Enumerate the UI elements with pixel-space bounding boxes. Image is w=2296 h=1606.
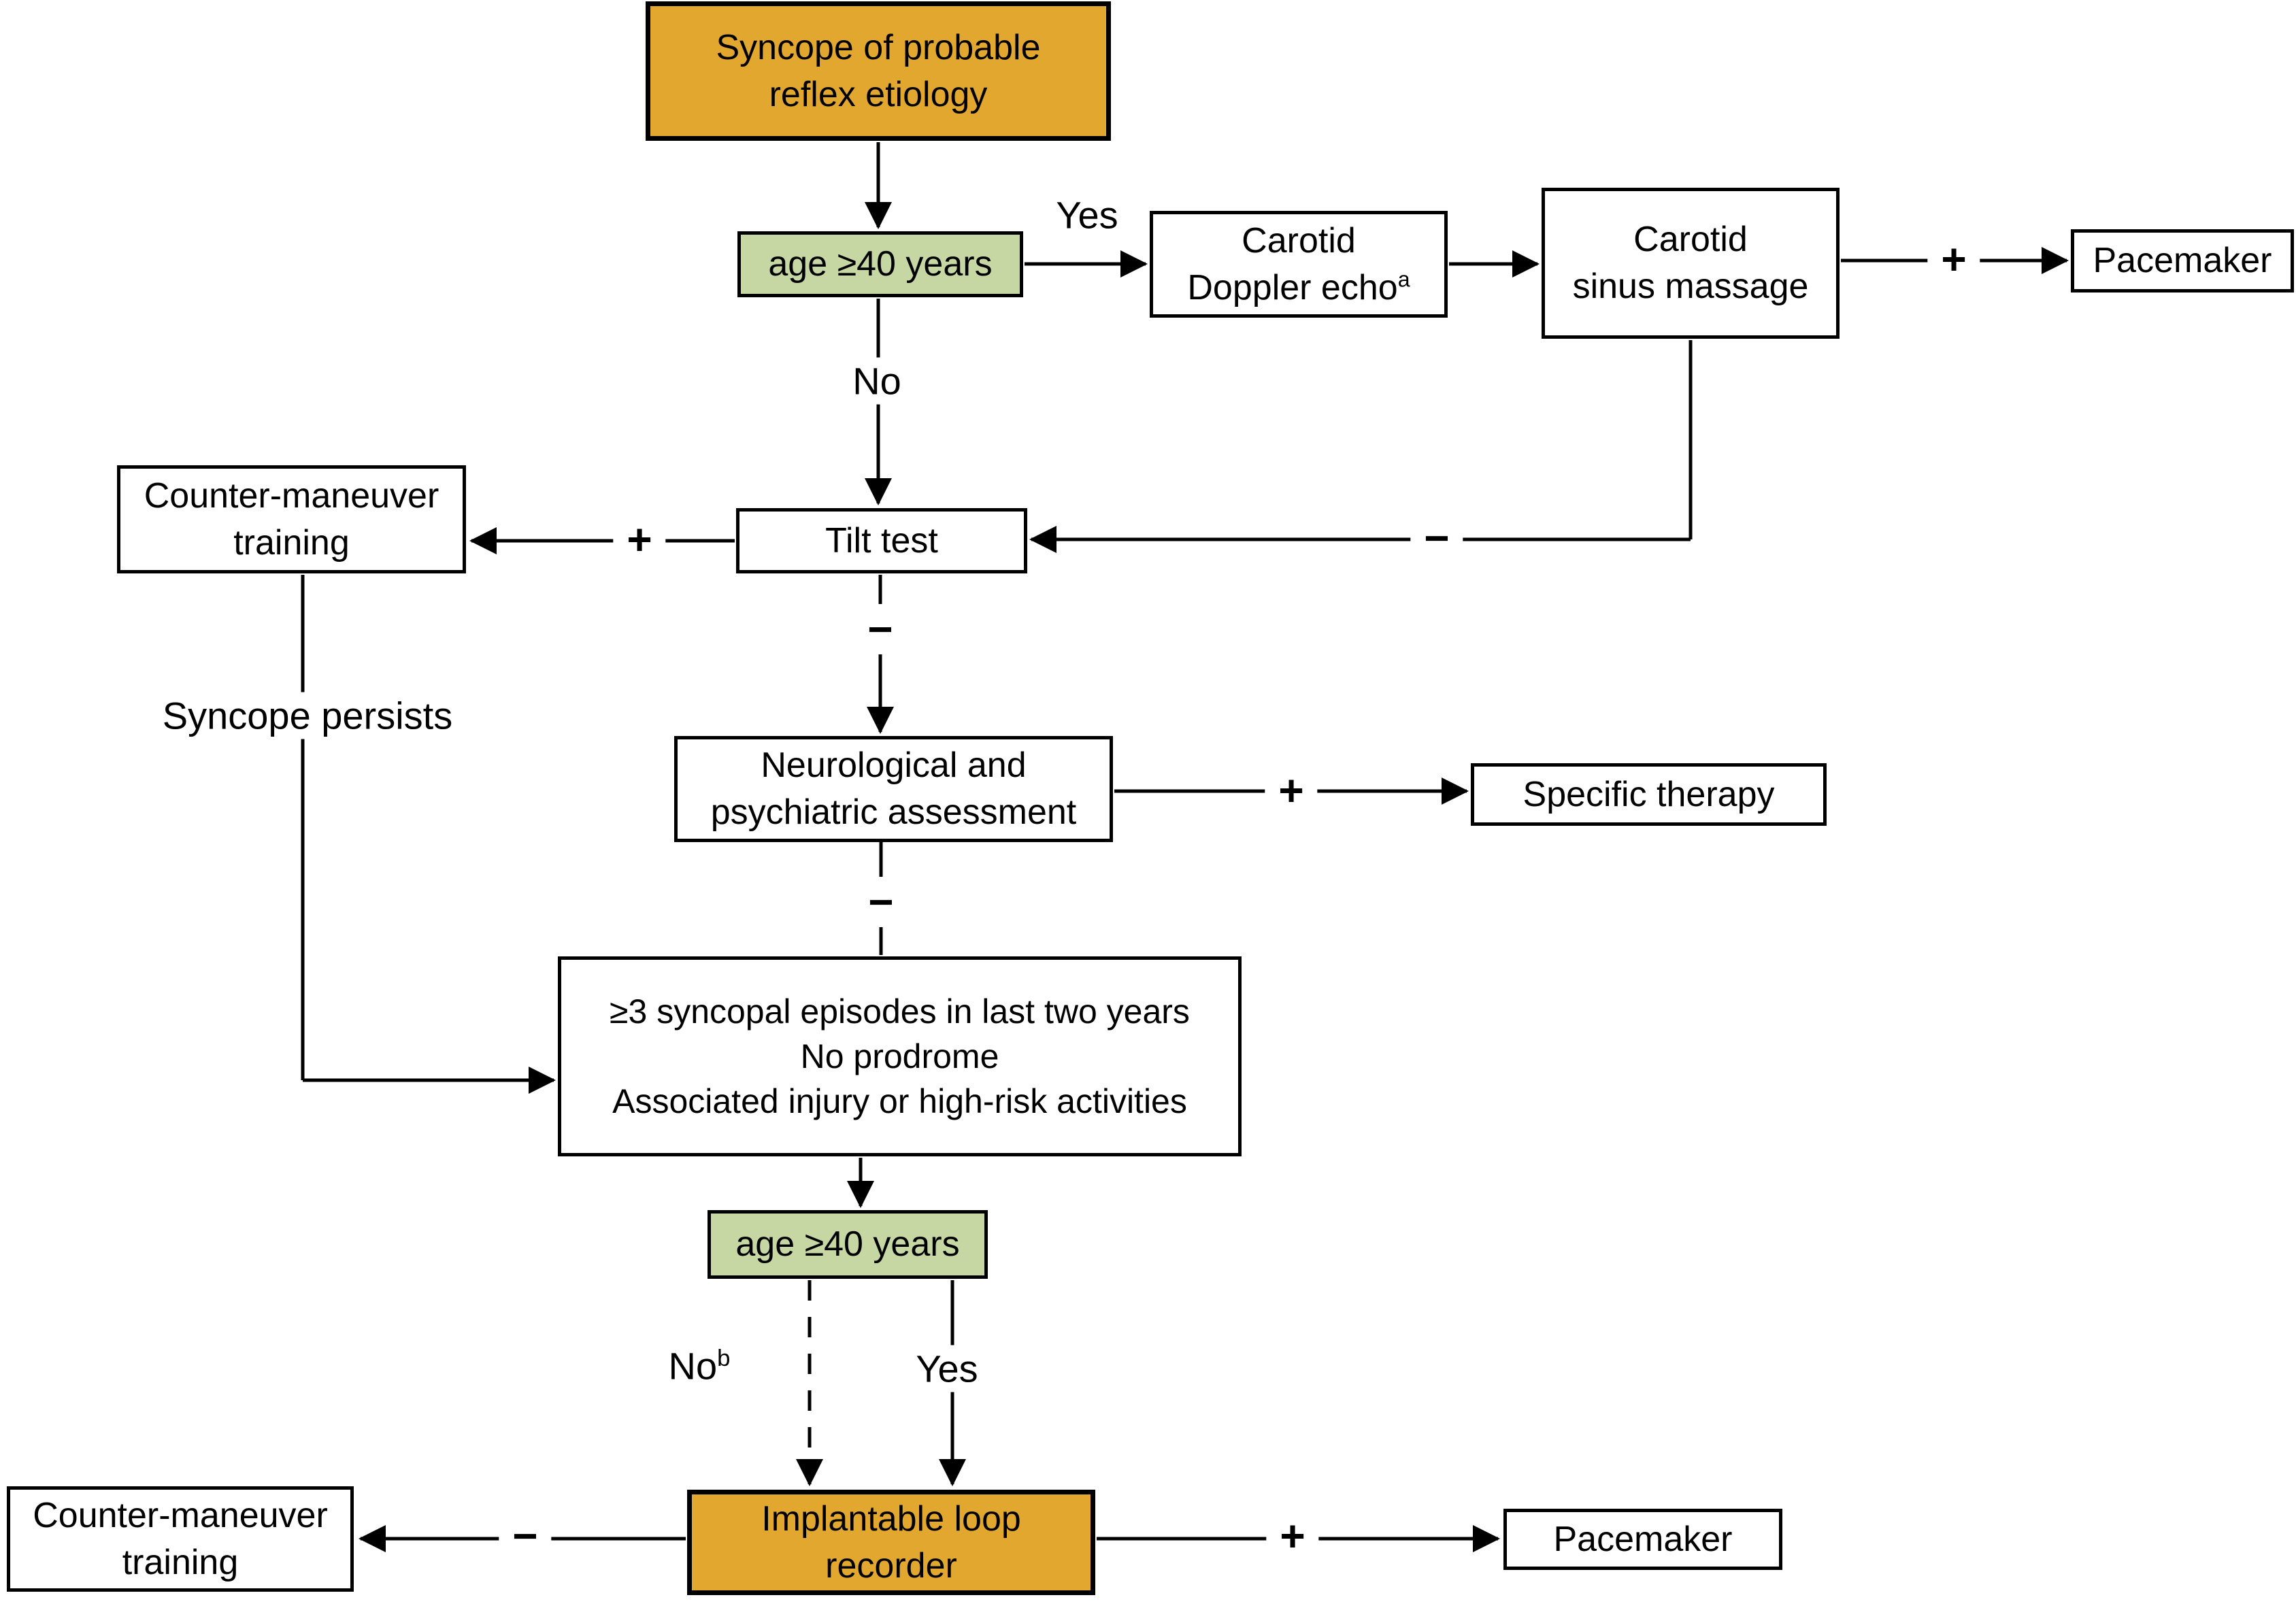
node-text: training	[122, 1542, 239, 1582]
node-text: Implantable loop	[761, 1499, 1021, 1539]
node-text: Doppler echoa	[1187, 267, 1410, 307]
node-risk-criteria: ≥3 syncopal episodes in last two years N…	[558, 956, 1242, 1156]
node-text: recorder	[825, 1545, 957, 1586]
edge-label-plus-tilt-cmt: +	[613, 514, 666, 565]
node-carotid-sinus-massage: Carotid sinus massage	[1542, 188, 1840, 339]
node-text: No prodrome	[800, 1037, 999, 1075]
node-syncope-of-probable-reflex-etiology: Syncope of probable reflex etiology	[646, 1, 1111, 141]
edge-label-no-age-second: Nob	[668, 1344, 731, 1388]
node-implantable-loop-recorder: Implantable loop recorder	[687, 1490, 1095, 1595]
node-text: Neurological and	[761, 746, 1027, 786]
edge-label-minus-csm-tilt: −	[1410, 513, 1463, 563]
node-text: Pacemaker	[1553, 1519, 1733, 1559]
node-text: age ≥40 years	[768, 244, 993, 284]
edge-label-minus-neuro-criteria: −	[854, 877, 908, 927]
node-tilt-test: Tilt test	[736, 508, 1027, 573]
node-text: Associated injury or high-risk activitie…	[612, 1082, 1187, 1120]
edge-label-yes-top: Yes	[1056, 193, 1118, 237]
node-text: Carotid	[1242, 220, 1356, 261]
node-text: Counter-maneuver	[144, 475, 439, 516]
edge-label-minus-tilt-neuro: −	[854, 604, 907, 654]
edge-label-no-age-first: No	[843, 357, 911, 405]
node-text: age ≥40 years	[735, 1224, 960, 1265]
edge-label-plus-neuro-specific: +	[1265, 765, 1318, 816]
node-text: training	[233, 522, 350, 563]
edge-label-plus-ilr-pacemaker: +	[1266, 1511, 1319, 1561]
node-text: psychiatric assessment	[710, 792, 1077, 832]
edge-label-minus-ilr-cmt: −	[499, 1511, 552, 1561]
node-pacemaker-bottom: Pacemaker	[1503, 1509, 1782, 1570]
node-text: Pacemaker	[2093, 241, 2272, 281]
node-text: sinus massage	[1572, 267, 1809, 306]
edge-label-syncope-persists: Syncope persists	[152, 692, 463, 739]
footnote-marker-b: b	[717, 1345, 731, 1371]
node-text: Counter-maneuver	[33, 1495, 328, 1535]
node-specific-therapy: Specific therapy	[1471, 763, 1827, 826]
node-pacemaker-top: Pacemaker	[2071, 229, 2294, 292]
node-age-40-second: age ≥40 years	[708, 1210, 988, 1279]
node-text: ≥3 syncopal episodes in last two years	[610, 992, 1190, 1031]
edge-label-plus-csm-pacemaker: +	[1927, 234, 1980, 284]
node-counter-maneuver-training-bottom: Counter-maneuver training	[7, 1486, 354, 1592]
node-text: Tilt test	[825, 520, 938, 561]
node-carotid-doppler-echo: Carotid Doppler echoa	[1150, 211, 1448, 318]
footnote-marker-a: a	[1397, 267, 1410, 292]
node-text: Syncope of probable	[716, 27, 1041, 67]
node-age-40-first: age ≥40 years	[737, 231, 1023, 297]
node-text: reflex etiology	[769, 74, 988, 114]
edge-label-yes-age-second: Yes	[906, 1345, 988, 1392]
node-text: Specific therapy	[1523, 774, 1775, 814]
node-text: Carotid	[1633, 220, 1748, 260]
node-counter-maneuver-training-top: Counter-maneuver training	[117, 465, 466, 573]
node-neurological-psychiatric-assessment: Neurological and psychiatric assessment	[674, 736, 1113, 842]
